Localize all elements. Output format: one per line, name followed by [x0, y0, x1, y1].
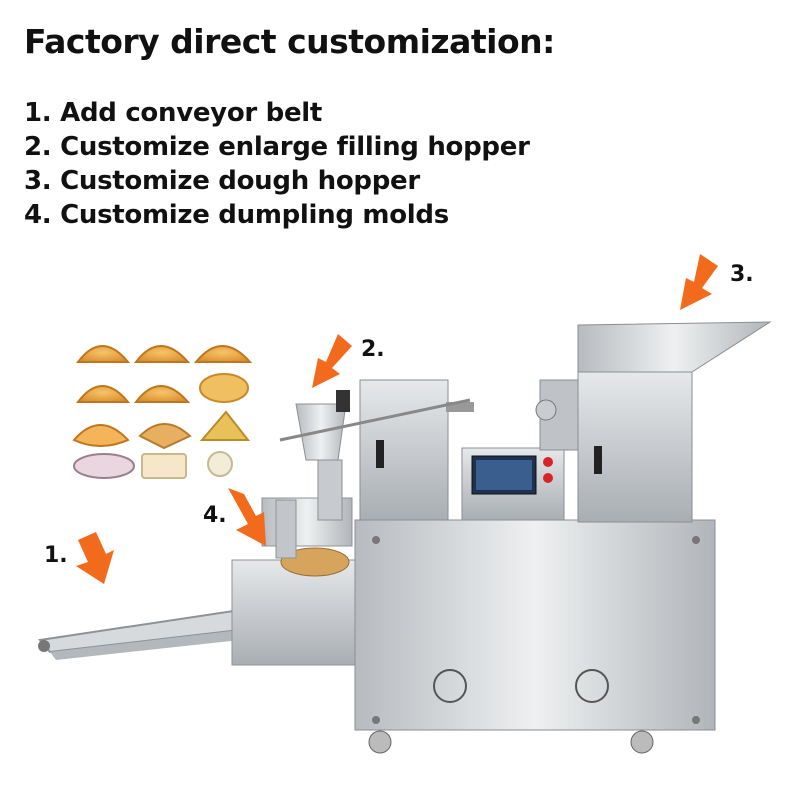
dough-hopper: [535, 321, 772, 523]
main-cabinet: [354, 519, 716, 754]
list-item: 2. Customize enlarge filling hopper: [24, 132, 530, 162]
customization-list: 1. Add conveyor belt 2. Customize enlarg…: [24, 96, 530, 232]
page-title: Factory direct customization:: [24, 22, 555, 61]
dumpling-samples: [72, 345, 253, 479]
conveyor-belt: [38, 608, 241, 660]
control-panel: [461, 447, 565, 521]
dumpling-icon: [72, 345, 253, 479]
callout-label: 4.: [203, 503, 227, 528]
list-item: 1. Add conveyor belt: [24, 98, 323, 128]
arrow-icon: [76, 254, 718, 584]
molding-unit: [231, 497, 361, 666]
list-item: 4. Customize dumpling molds: [24, 200, 449, 230]
callout-label: 3.: [730, 262, 754, 287]
list-item: 3. Customize dough hopper: [24, 166, 420, 196]
vent-icon: [433, 669, 609, 703]
callout-label: 1.: [44, 543, 68, 568]
upper-housing: [279, 379, 474, 521]
caster-icon: [368, 730, 654, 754]
callout-label: 2.: [361, 337, 385, 362]
